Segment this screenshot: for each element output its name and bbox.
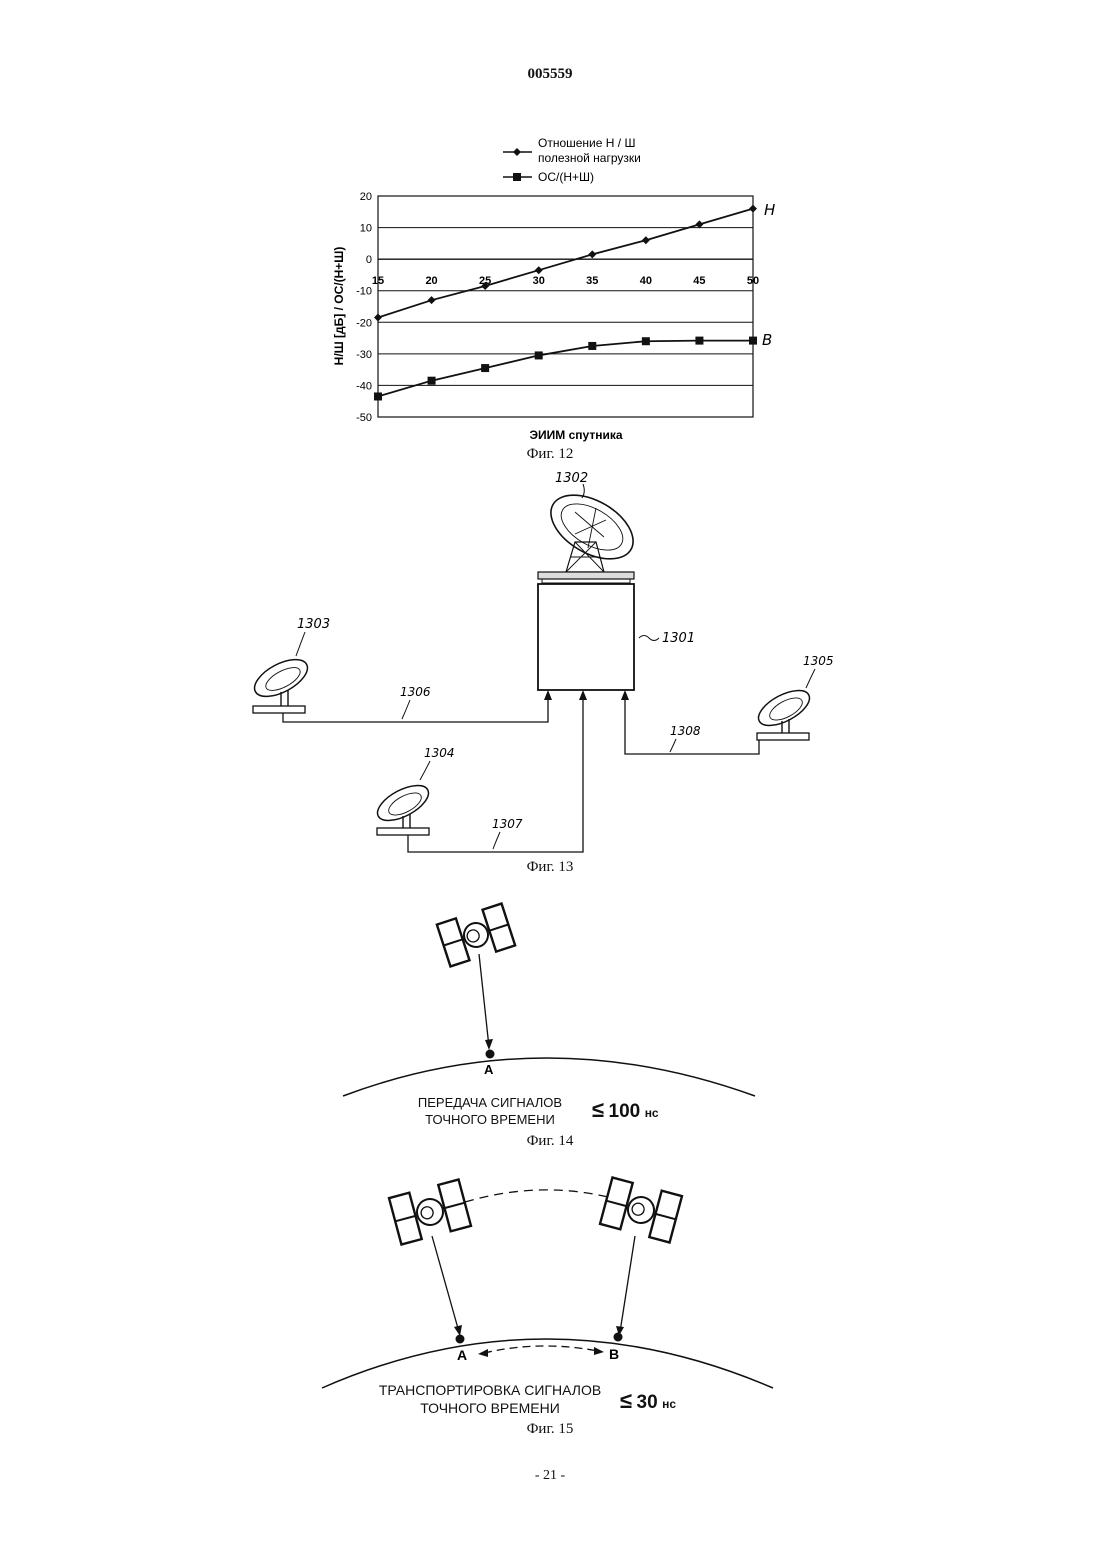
- point-a-marker-2: [456, 1335, 465, 1344]
- data-point-square: [535, 351, 543, 359]
- fig13-caption: Фиг. 13: [450, 859, 650, 876]
- label-1302: 1302: [555, 471, 588, 486]
- antenna-1303: [249, 652, 313, 713]
- main-antenna-1302: [538, 482, 644, 583]
- fig12-chart: Отношение Н / Ш полезной нагрузки ОС/(Н+…: [0, 0, 1100, 470]
- data-point-diamond: [588, 250, 596, 258]
- data-point-diamond: [374, 314, 382, 322]
- x-tick-label: 45: [693, 275, 705, 287]
- label-1303: 1303: [297, 617, 330, 632]
- fig15-timing-text: ТРАНСПОРТИРОВКА СИГНАЛОВ ТОЧНОГО ВРЕМЕНИ: [365, 1381, 615, 1417]
- antenna-1304: [372, 778, 434, 835]
- satellite-a-icon: [389, 1180, 471, 1245]
- legend-marker-diamond: [513, 148, 521, 156]
- y-tick-label: 20: [360, 191, 372, 203]
- label-1301: 1301: [662, 631, 695, 646]
- data-point-diamond: [642, 236, 650, 244]
- y-tick-labels: 20 10 0 -10 -20 -30 -40 -50: [356, 191, 372, 424]
- data-point-diamond: [749, 205, 757, 213]
- point-b-marker: [614, 1333, 623, 1342]
- fig14-text-line2: ТОЧНОГО ВРЕМЕНИ: [405, 1111, 575, 1128]
- data-point-square: [749, 337, 757, 345]
- label-1307: 1307: [492, 817, 523, 831]
- x-axis-label: ЭИИМ спутника: [529, 428, 622, 442]
- downlink-a: [432, 1236, 459, 1332]
- x-tick-label: 35: [586, 275, 598, 287]
- y-tick-label: -30: [356, 349, 372, 361]
- data-point-square: [374, 392, 382, 400]
- data-point-diamond: [428, 296, 436, 304]
- x-tick-label: 40: [640, 275, 652, 287]
- data-point-diamond: [535, 266, 543, 274]
- fig13-diagram: 1302 1301 1303 1304 1305 1306 1307: [0, 460, 1100, 860]
- fig14-timing-text: ПЕРЕДАЧА СИГНАЛОВ ТОЧНОГО ВРЕМЕНИ: [405, 1094, 575, 1128]
- downlink-arrow: [479, 954, 489, 1047]
- label-1304: 1304: [424, 746, 455, 760]
- page-footer: - 21 -: [0, 1468, 1100, 1484]
- data-point-square: [588, 342, 596, 350]
- fig15-text-line2: ТОЧНОГО ВРЕМЕНИ: [365, 1399, 615, 1417]
- fig15-value: 30: [637, 1392, 658, 1413]
- downlink-b: [620, 1236, 635, 1332]
- x-tick-label: 50: [747, 275, 759, 287]
- label-1308: 1308: [670, 724, 701, 738]
- point-b-label: B: [609, 1346, 619, 1362]
- fig14-timing-value: ≤ 100 нс: [592, 1097, 659, 1123]
- fig14-text-line1: ПЕРЕДАЧА СИГНАЛОВ: [405, 1094, 575, 1111]
- series-layer: [374, 205, 757, 401]
- ground-link: [484, 1346, 598, 1353]
- station-box-1301: [538, 584, 634, 690]
- y-tick-label: 0: [366, 254, 372, 266]
- data-point-square: [695, 337, 703, 345]
- point-a-label: A: [484, 1062, 494, 1077]
- link-1306: [283, 696, 548, 722]
- series-line-2: [378, 341, 753, 397]
- curve-label-h: Н: [764, 201, 775, 219]
- data-point-square: [428, 377, 436, 385]
- fig14-value: 100: [609, 1101, 641, 1122]
- fig14-unit: нс: [645, 1106, 659, 1120]
- fig15-text-line1: ТРАНСПОРТИРОВКА СИГНАЛОВ: [365, 1381, 615, 1399]
- fig14-caption: Фиг. 14: [450, 1133, 650, 1150]
- legend-label-1-line1: Отношение Н / Ш: [538, 136, 635, 150]
- y-tick-label: -50: [356, 412, 372, 424]
- earth-arc: [343, 1058, 755, 1096]
- intersatellite-link: [465, 1190, 612, 1202]
- satellite-icon: [437, 904, 515, 967]
- y-tick-label: -40: [356, 380, 372, 392]
- y-tick-label: -20: [356, 317, 372, 329]
- y-tick-label: 10: [360, 223, 372, 235]
- fig15-caption: Фиг. 15: [450, 1421, 650, 1438]
- y-axis-label: Н/Ш [дБ] / ОС/(Н+Ш): [332, 247, 346, 366]
- satellite-b-icon: [600, 1178, 682, 1243]
- x-tick-labels: 1520253035404550: [372, 275, 759, 287]
- legend-marker-square: [513, 173, 521, 181]
- label-1306: 1306: [400, 685, 431, 699]
- data-point-square: [642, 337, 650, 345]
- label-1305: 1305: [803, 654, 834, 668]
- fig15-unit: нс: [662, 1397, 676, 1411]
- x-tick-label: 20: [425, 275, 437, 287]
- fig15-le-symbol: ≤: [620, 1388, 632, 1413]
- fig15-timing-value: ≤ 30 нс: [620, 1388, 676, 1414]
- point-a-marker: [486, 1050, 495, 1059]
- x-tick-label: 15: [372, 275, 384, 287]
- antenna-1305: [753, 683, 815, 740]
- y-tick-label: -10: [356, 286, 372, 298]
- chart-legend: Отношение Н / Ш полезной нагрузки ОС/(Н+…: [503, 136, 641, 184]
- fig14-le-symbol: ≤: [592, 1097, 604, 1122]
- x-tick-label: 30: [533, 275, 545, 287]
- legend-label-2: ОС/(Н+Ш): [538, 170, 594, 184]
- legend-label-1-line2: полезной нагрузки: [538, 151, 641, 165]
- data-point-square: [481, 364, 489, 372]
- point-a-label-2: A: [457, 1347, 467, 1363]
- curve-label-b: В: [762, 331, 772, 349]
